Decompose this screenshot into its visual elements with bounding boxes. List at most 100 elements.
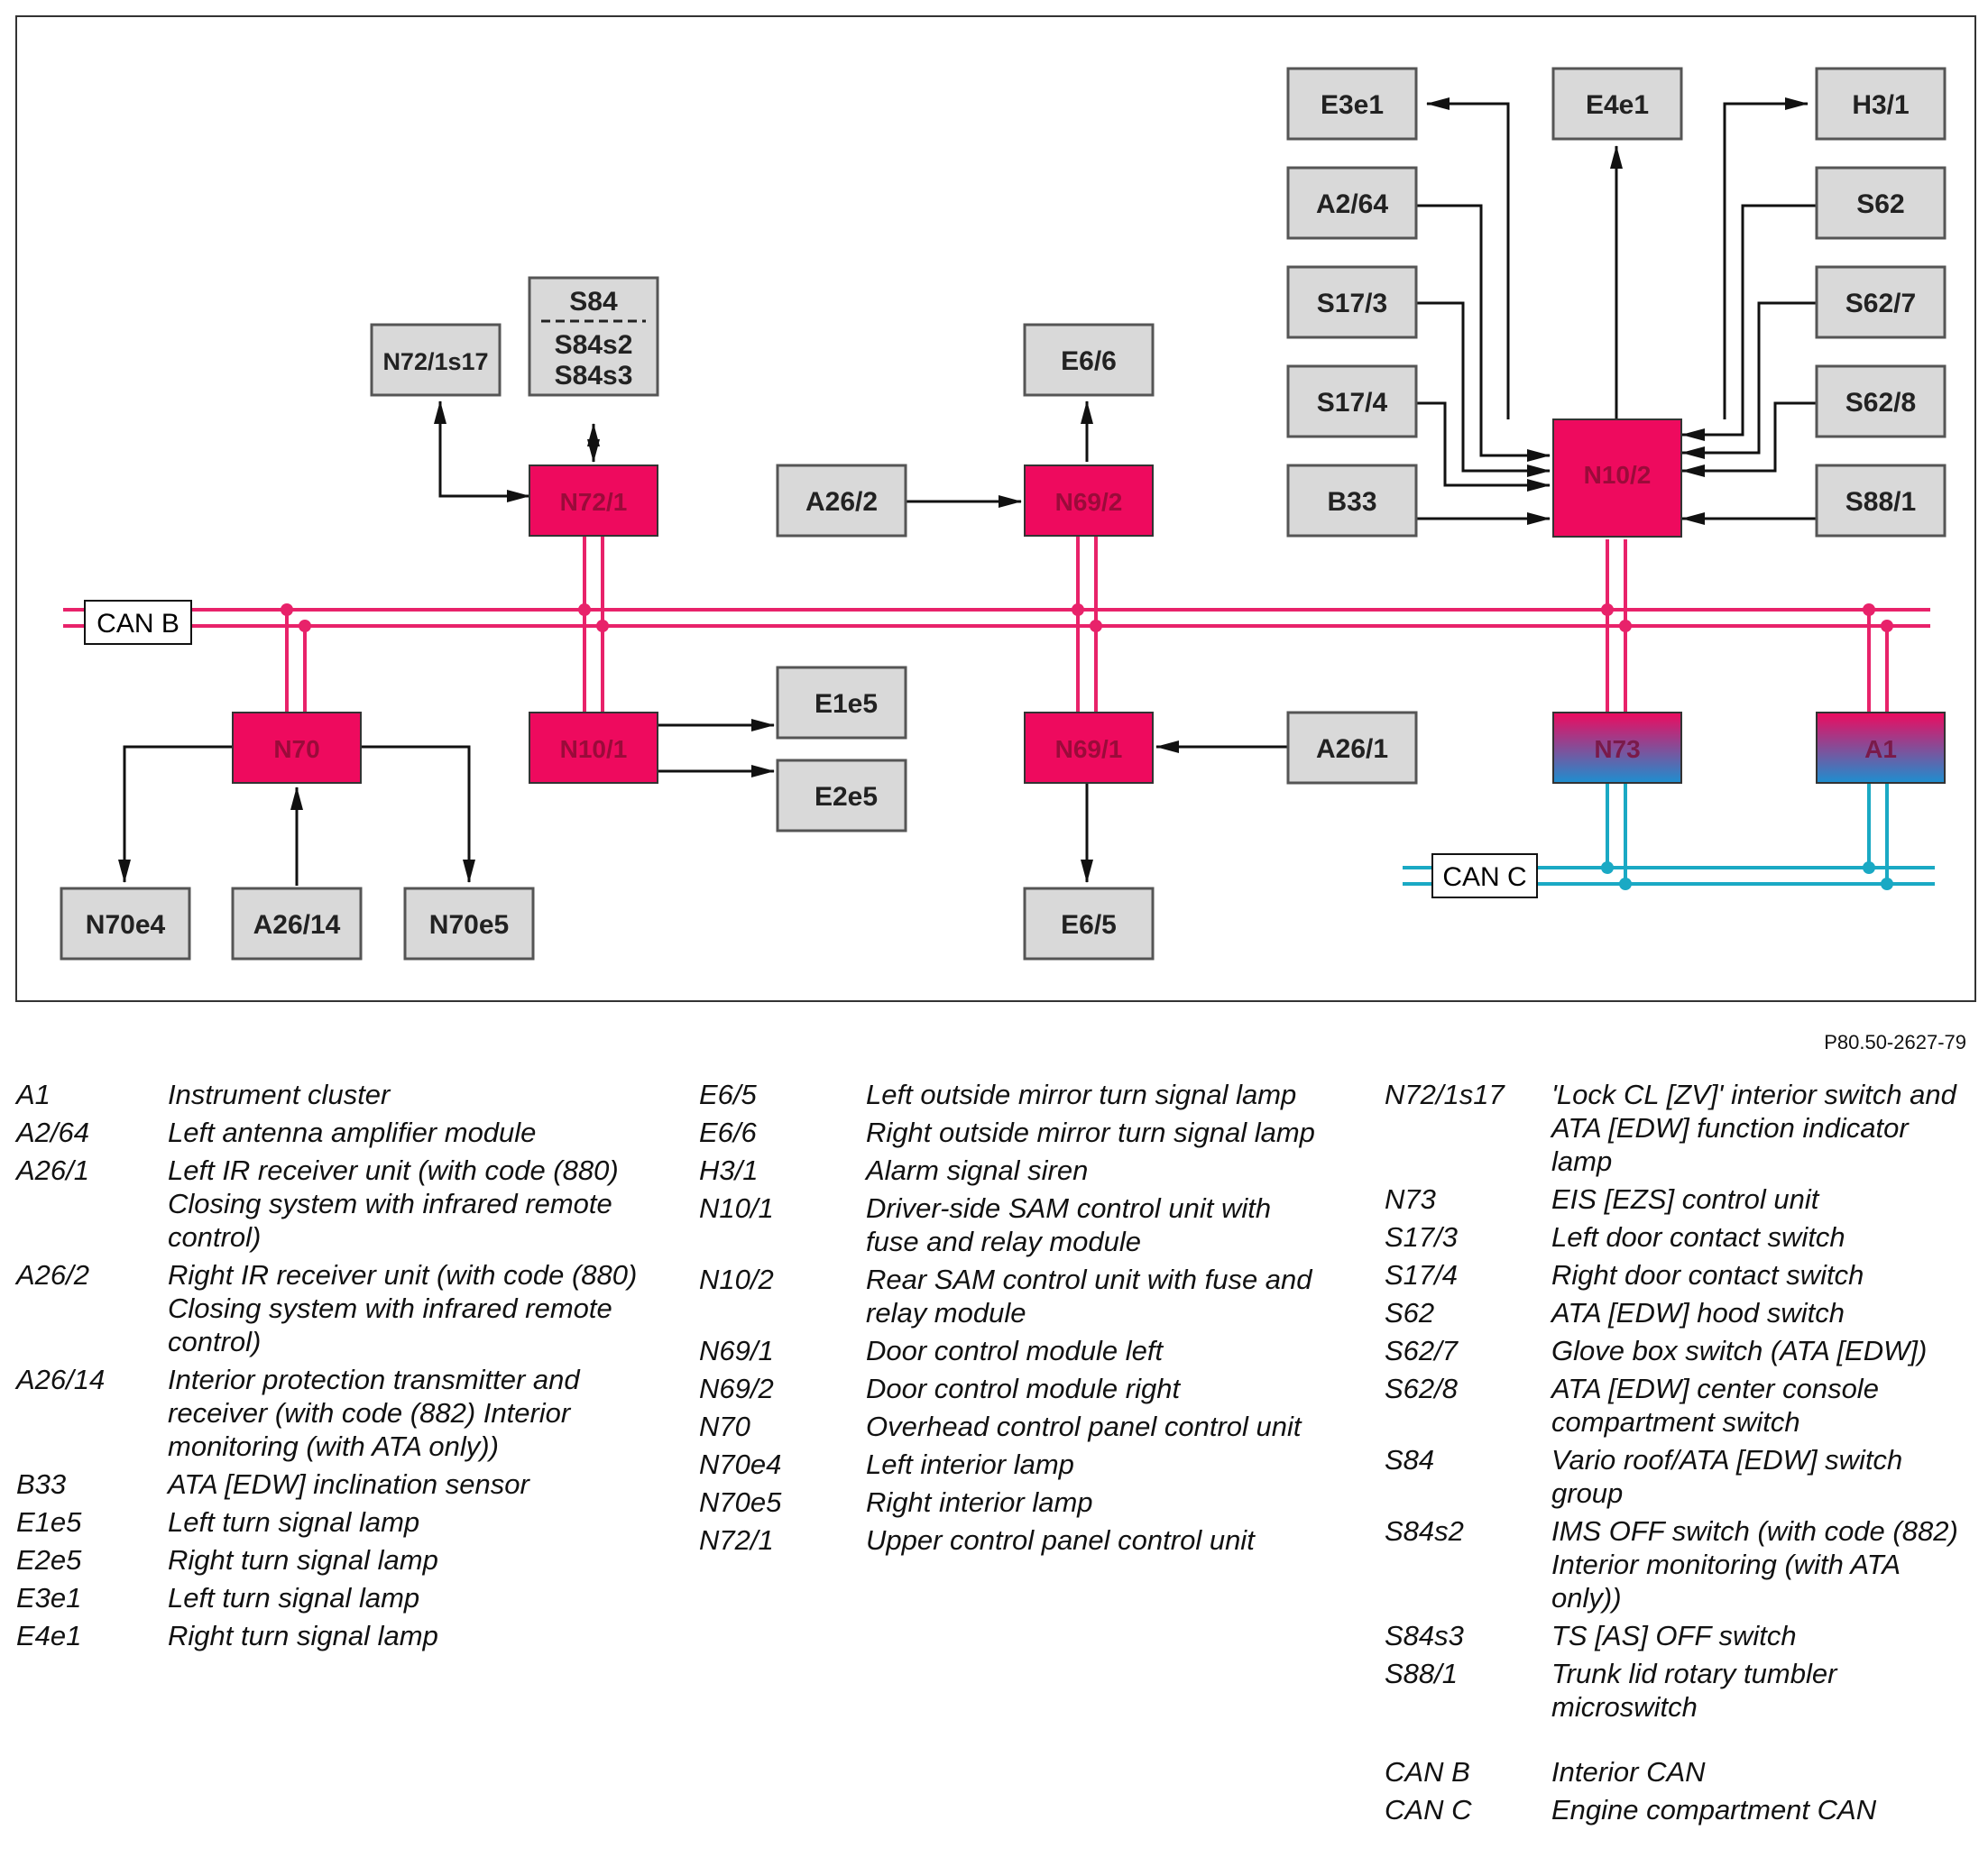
component-s62-7-label: S62/7 <box>1845 289 1916 318</box>
can-c-label-box <box>1431 853 1538 898</box>
component-a2-64-label: A2/64 <box>1316 189 1388 219</box>
module-n72-1-label: N72/1 <box>560 488 628 516</box>
legend-code: A26/14 <box>16 1364 106 1395</box>
legend-spacer <box>1385 1728 1971 1755</box>
can-c-label: CAN C <box>1442 862 1526 892</box>
legend-description: Engine compartment CAN <box>1551 1794 1877 1826</box>
component-n70e5: N70e5 <box>403 887 535 961</box>
connections <box>118 97 1817 886</box>
legend-description: Left door contact switch <box>1551 1221 1845 1253</box>
component-e1e5: E1e5 <box>776 666 907 740</box>
diagram-frame <box>15 15 1976 1002</box>
legend-code: N70e5 <box>699 1486 782 1518</box>
module-n69-1-label: N69/1 <box>1055 735 1123 763</box>
legend-code: S17/3 <box>1385 1221 1459 1253</box>
legend-description: Left turn signal lamp <box>168 1582 420 1614</box>
component-s62-8-label: S62/8 <box>1845 388 1916 418</box>
module-n73-label: N73 <box>1594 735 1640 763</box>
component-a26-1: A26/1 <box>1286 711 1418 785</box>
component-e1e5-label: E1e5 <box>815 689 878 719</box>
component-b33: B33 <box>1286 464 1418 538</box>
legend-code: N72/1s17 <box>1385 1079 1505 1110</box>
legend-code: N10/2 <box>699 1264 774 1295</box>
component-s62-8: S62/8 <box>1815 364 1947 438</box>
legend-row: N69/2 Door control module right <box>699 1372 1321 1405</box>
legend-description: Right IR receiver unit (with code (880) … <box>168 1259 638 1357</box>
component-e3e1: E3e1 <box>1286 67 1418 141</box>
legend-description: Right turn signal lamp <box>168 1620 438 1651</box>
component-e6-6: E6/6 <box>1023 323 1155 397</box>
legend-code: N70 <box>699 1411 750 1442</box>
module-n69-2-label: N69/2 <box>1055 488 1123 516</box>
legend-code: S88/1 <box>1385 1658 1459 1689</box>
legend-code: E6/6 <box>699 1117 757 1148</box>
component-s17-4-label: S17/4 <box>1317 388 1388 418</box>
component-s84-label: S84 <box>569 287 618 317</box>
legend-code: S84s2 <box>1385 1515 1464 1547</box>
legend-description: Right turn signal lamp <box>168 1544 438 1576</box>
legend-code: A26/1 <box>16 1154 90 1186</box>
legend-code: S62/8 <box>1385 1373 1459 1404</box>
legend-code: S84 <box>1385 1444 1435 1476</box>
module-n72-1: N72/1 <box>529 464 658 537</box>
component-e6-5: E6/5 <box>1023 887 1155 961</box>
legend-code: CAN B <box>1385 1756 1470 1788</box>
component-s84s2-label: S84s2 <box>555 330 633 360</box>
legend-description: Rear SAM control unit with fuse and rela… <box>866 1264 1312 1329</box>
component-h3-1-label: H3/1 <box>1852 90 1909 120</box>
legend-description: Interior protection transmitter and rece… <box>168 1364 580 1462</box>
legend-description: ATA [EDW] inclination sensor <box>168 1468 529 1500</box>
module-n70-label: N70 <box>273 735 319 763</box>
component-a26-1-label: A26/1 <box>1316 734 1388 764</box>
can-b-label-box <box>84 600 192 645</box>
legend-row: CAN C Engine compartment CAN <box>1385 1793 1971 1826</box>
legend-code: N10/1 <box>699 1192 774 1224</box>
component-s84-group: S84 S84s2 S84s3 <box>528 276 659 397</box>
legend-description: Interior CAN <box>1551 1756 1706 1788</box>
legend-description: Left IR receiver unit (with code (880) C… <box>168 1154 619 1253</box>
legend-description: Door control module right <box>866 1373 1181 1404</box>
component-n72-1s17-label: N72/1s17 <box>382 348 488 375</box>
legend-code: A26/2 <box>16 1259 90 1291</box>
legend-row: N10/2 Rear SAM control unit with fuse and… <box>699 1263 1321 1329</box>
legend-code: N69/2 <box>699 1373 774 1404</box>
component-n70e4: N70e4 <box>60 887 191 961</box>
legend-description: Right door contact switch <box>1551 1259 1864 1291</box>
legend-row: CAN B Interior CAN <box>1385 1755 1971 1789</box>
legend-description: Left antenna amplifier module <box>168 1117 537 1148</box>
legend-row: A26/2 Right IR receiver unit (with code (… <box>16 1258 639 1358</box>
legend-description: Instrument cluster <box>168 1079 391 1110</box>
legend-row: S17/3 Left door contact switch <box>1385 1220 1971 1254</box>
legend-description: Right interior lamp <box>866 1486 1093 1518</box>
legend-code: S84s3 <box>1385 1620 1464 1651</box>
legend-column-3: N72/1s17 'Lock CL [ZV]' interior switch a… <box>1385 1078 1971 1831</box>
component-a26-2-label: A26/2 <box>805 487 878 517</box>
legend-code: H3/1 <box>699 1154 759 1186</box>
module-n10-1: N10/1 <box>529 712 658 784</box>
legend-code: CAN C <box>1385 1794 1472 1826</box>
legend-description: Glove box switch (ATA [EDW]) <box>1551 1335 1928 1366</box>
legend-code: N70e4 <box>699 1449 782 1480</box>
legend-description: 'Lock CL [ZV]' interior switch and ATA [… <box>1551 1079 1956 1177</box>
component-s62-label: S62 <box>1856 189 1904 219</box>
